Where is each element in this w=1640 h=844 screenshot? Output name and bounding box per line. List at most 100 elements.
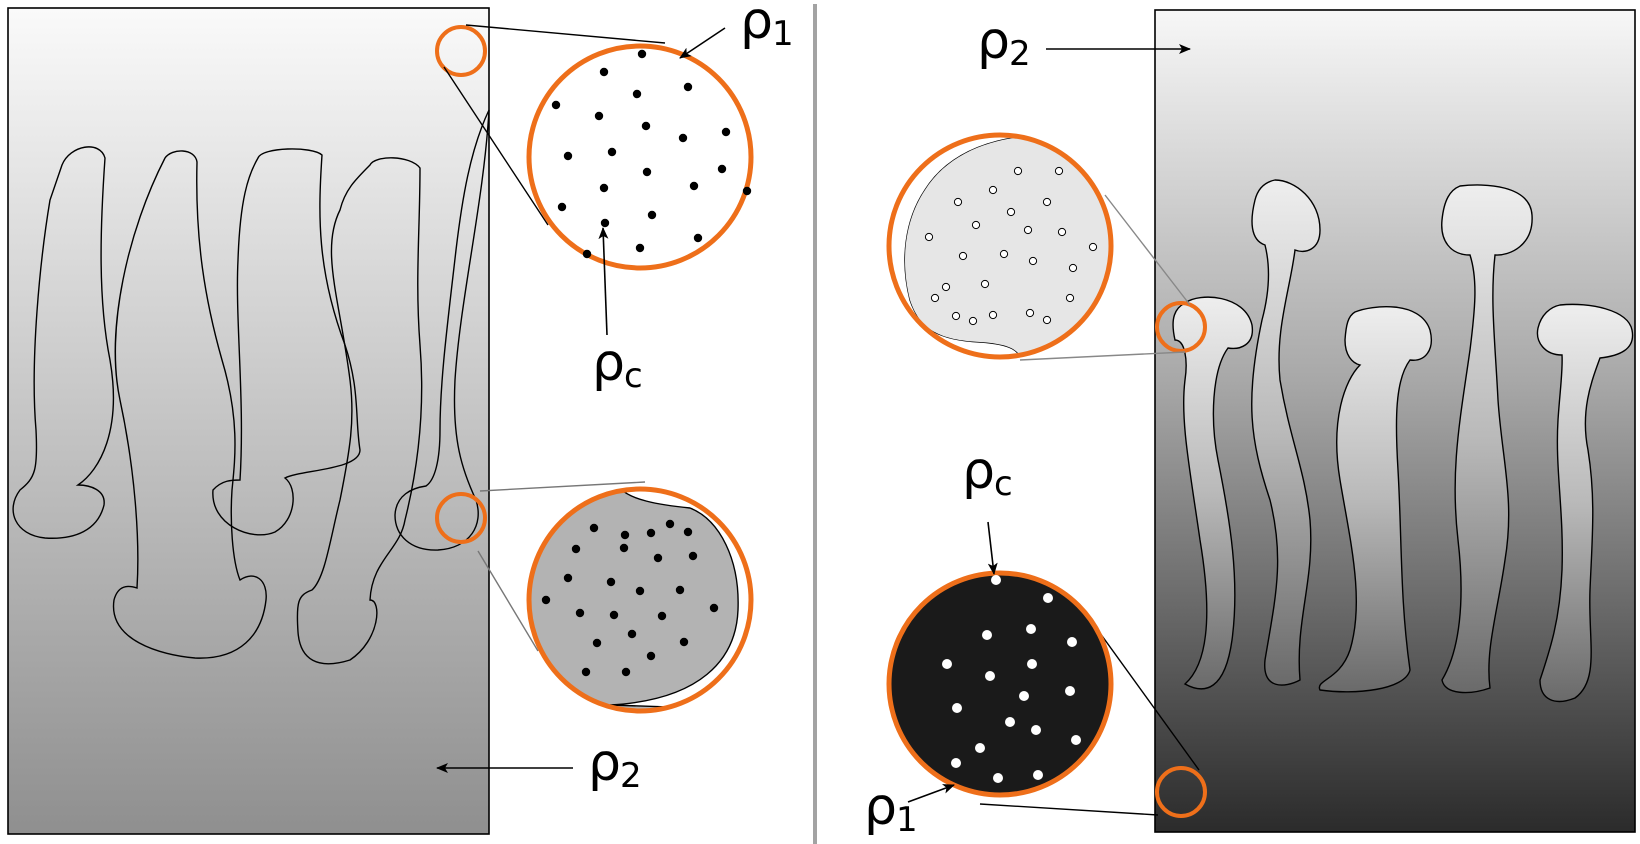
particle-dot [952, 703, 962, 713]
right-panel: ρ 2 ρ c ρ 1 [864, 9, 1636, 840]
finger-5 [394, 109, 490, 551]
label-rho2-left: ρ 2 [588, 733, 642, 796]
right-fingers [1172, 179, 1634, 703]
right-zoom-top [886, 132, 1114, 360]
finger-1 [12, 146, 115, 539]
particle-dot [653, 553, 663, 563]
particle-dot [951, 797, 961, 807]
solute-dots [924, 166, 1098, 326]
particle-dot [635, 586, 645, 596]
particle-dot [942, 659, 952, 669]
left-panel: ρ 1 ρ c ρ 2 [7, 0, 794, 835]
particle-dot [1043, 593, 1053, 603]
svg-text:c: c [624, 356, 643, 396]
svg-text:2: 2 [1009, 34, 1031, 74]
particle-dot [621, 667, 631, 677]
particle-dot [991, 575, 1001, 585]
particle-dot [646, 528, 656, 538]
particle-dot [637, 49, 647, 59]
arrow-rhoc-right [987, 521, 998, 575]
arrow-rho1-right [907, 784, 955, 803]
particle-dot [953, 197, 963, 207]
particle-dot [609, 610, 619, 620]
particle-dot [599, 67, 609, 77]
left-medium-block [7, 7, 490, 835]
particle-dot [1023, 225, 1033, 235]
label-rhoc-right: ρ c [962, 441, 1013, 504]
particle-dot [717, 164, 727, 174]
left-fingers [12, 109, 490, 665]
particle-dot [683, 527, 693, 537]
mushroom-1 [1172, 296, 1254, 690]
mushroom-2 [1251, 179, 1321, 686]
particle-dot [721, 127, 731, 137]
particle-dot [1065, 293, 1075, 303]
svg-text:ρ: ρ [740, 0, 773, 51]
particle-dot [675, 585, 685, 595]
mushroom-4 [1441, 184, 1533, 694]
particle-dot [563, 151, 573, 161]
particle-dot [641, 121, 651, 131]
particle-dot [607, 147, 617, 157]
particle-dot [620, 530, 630, 540]
particle-dot [600, 218, 610, 228]
right-zoom-connectors [979, 194, 1200, 816]
particle-dot [571, 544, 581, 554]
particle-dot [1031, 725, 1041, 735]
zoom-circle-outline [886, 132, 1114, 360]
particle-dot [1057, 227, 1067, 237]
particle-dot [951, 311, 961, 321]
particle-dot [941, 282, 951, 292]
particle-dot [1027, 659, 1037, 669]
interface-region [609, 489, 751, 711]
particle-dot [999, 249, 1009, 259]
particle-dot [988, 310, 998, 320]
zoom-circle [529, 489, 751, 711]
left-highlight-bottom [435, 492, 487, 544]
particle-dot [1013, 166, 1023, 176]
label-rho2-right: ρ 2 [977, 11, 1031, 74]
particle-dot [968, 316, 978, 326]
zoom-circle-outline [526, 486, 754, 714]
svg-text:ρ: ρ [864, 777, 897, 837]
particle-dot [581, 667, 591, 677]
particle-dot [924, 232, 934, 242]
left-zoom-top [526, 43, 754, 271]
arrow-rho1-top [679, 27, 726, 59]
particle-dot [742, 186, 752, 196]
particle-dot [1042, 197, 1052, 207]
pale-region [905, 135, 1111, 357]
particle-dot [958, 251, 968, 261]
zoom-circle [526, 43, 754, 271]
particle-dot [693, 233, 703, 243]
particle-dot [982, 630, 992, 640]
particle-dot [582, 249, 592, 259]
particle-dot [563, 573, 573, 583]
right-highlight-bottom [1155, 766, 1207, 818]
particle-dot [678, 133, 688, 143]
particle-dot [1006, 207, 1016, 217]
particle-dot [627, 629, 637, 639]
right-highlight-top [1155, 301, 1207, 353]
particle-dot [1054, 166, 1064, 176]
particle-dot [689, 181, 699, 191]
particle-dot [1065, 686, 1075, 696]
particle-dot [657, 611, 667, 621]
zoom-circle [886, 570, 1114, 798]
particle-dot [665, 519, 675, 529]
particle-dot [930, 293, 940, 303]
particle-dot [709, 603, 719, 613]
left-highlight-top [435, 25, 487, 77]
svg-text:ρ: ρ [592, 333, 625, 393]
finger-4 [296, 157, 423, 665]
particle-dot [619, 543, 629, 553]
particle-dot [1068, 263, 1078, 273]
particle-dot [683, 82, 693, 92]
particle-dot [647, 210, 657, 220]
left-zoom-connectors [443, 24, 666, 652]
solute-dots [942, 575, 1081, 807]
svg-text:1: 1 [772, 14, 794, 54]
particle-dot [1025, 308, 1035, 318]
particle-dot [557, 202, 567, 212]
